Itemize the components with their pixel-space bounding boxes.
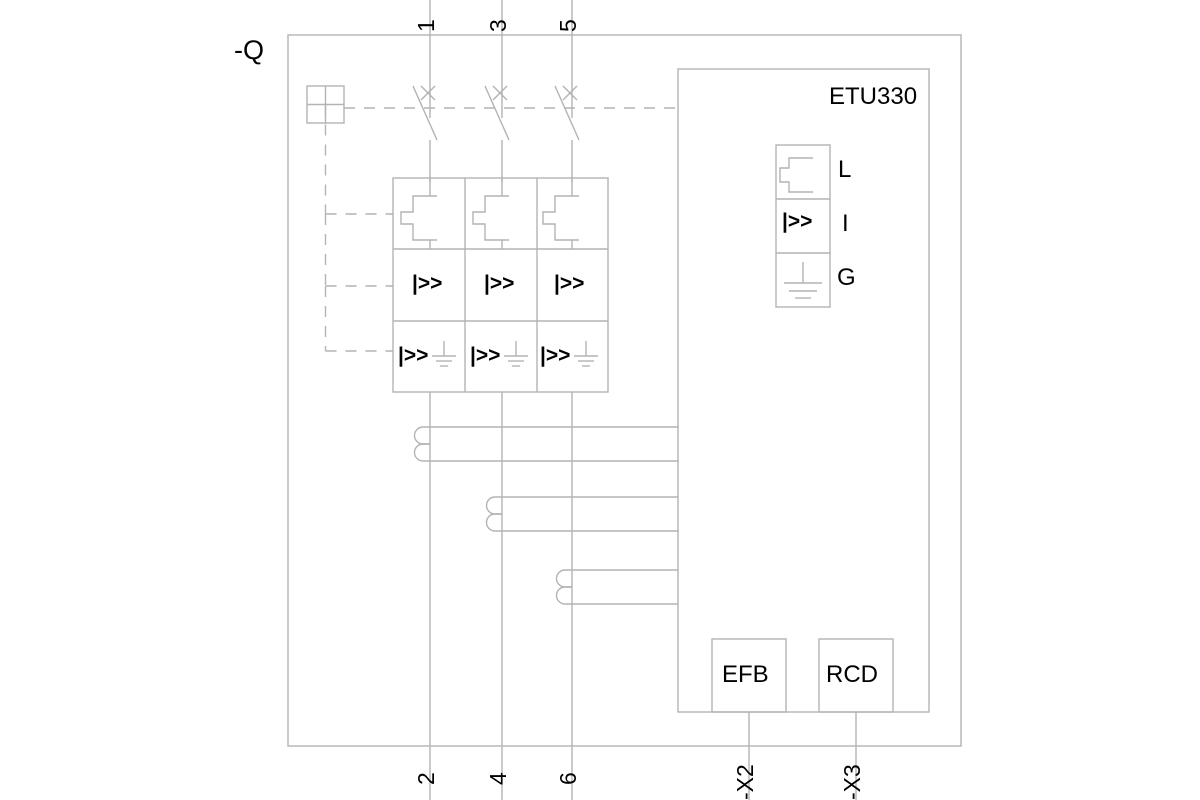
contact-pole-2	[484, 85, 510, 182]
overcurrent-symbol-pole-2: |>>	[484, 272, 515, 295]
etu-long-time-symbol	[779, 157, 813, 193]
sub-module-frames	[711, 638, 894, 800]
trip-unit-internal-conductors	[429, 178, 573, 249]
contact-pole-1	[412, 85, 438, 182]
main-contacts	[412, 85, 580, 182]
device-outer-frame	[287, 34, 962, 747]
terminal-2-label: 2	[413, 772, 439, 785]
etu-function-code-i: I	[842, 210, 849, 237]
ct-pole-2	[485, 496, 678, 532]
terminal-4-label: 4	[485, 772, 511, 785]
ct-pole-1	[413, 426, 678, 462]
etu-instantaneous-symbol: |>>	[782, 210, 813, 233]
ct-pole-3	[555, 569, 678, 605]
etu-ground-fault-symbol	[784, 262, 822, 299]
device-reference-label: -Q	[234, 35, 264, 65]
thermal-symbol-pole-3	[542, 195, 579, 241]
groundfault-symbol-pole-1: |>>	[398, 344, 429, 367]
overcurrent-symbol-pole-1: |>>	[412, 272, 443, 295]
terminal-x2-label: -X2	[732, 764, 758, 800]
ground-fault-earth-symbols	[432, 341, 598, 367]
etu-protection-symbol-stack	[775, 144, 831, 308]
contact-pole-3	[554, 85, 580, 182]
efb-module-label: EFB	[722, 661, 769, 688]
bottom-conductors	[429, 392, 573, 800]
earth-symbol-pole-2	[504, 341, 528, 367]
etu330-module-frame	[677, 68, 930, 713]
terminal-3-label: 3	[485, 19, 511, 32]
mechanical-interlock-dashed	[324, 104, 678, 352]
etu-function-code-g: G	[837, 264, 856, 291]
thermal-symbol-pole-1	[400, 195, 437, 241]
terminal-5-label: 5	[555, 19, 581, 32]
top-conductors	[429, 0, 573, 118]
terminal-6-label: 6	[555, 772, 581, 785]
groundfault-symbol-pole-2: |>>	[470, 344, 501, 367]
etu330-title-label: ETU330	[829, 83, 918, 110]
earth-symbol-pole-1	[432, 341, 456, 367]
current-transformer-loops	[413, 426, 678, 605]
overcurrent-symbol-pole-3: |>>	[554, 272, 585, 295]
groundfault-symbol-pole-3: |>>	[540, 344, 571, 367]
thermal-symbol-pole-2	[472, 195, 509, 241]
earth-symbol-pole-3	[574, 341, 598, 367]
terminal-1-label: 1	[413, 19, 439, 32]
etu-function-code-l: L	[838, 156, 852, 183]
terminal-x3-label: -X3	[839, 764, 865, 800]
rcd-module-label: RCD	[826, 661, 878, 688]
thermal-overload-symbols	[400, 195, 579, 241]
